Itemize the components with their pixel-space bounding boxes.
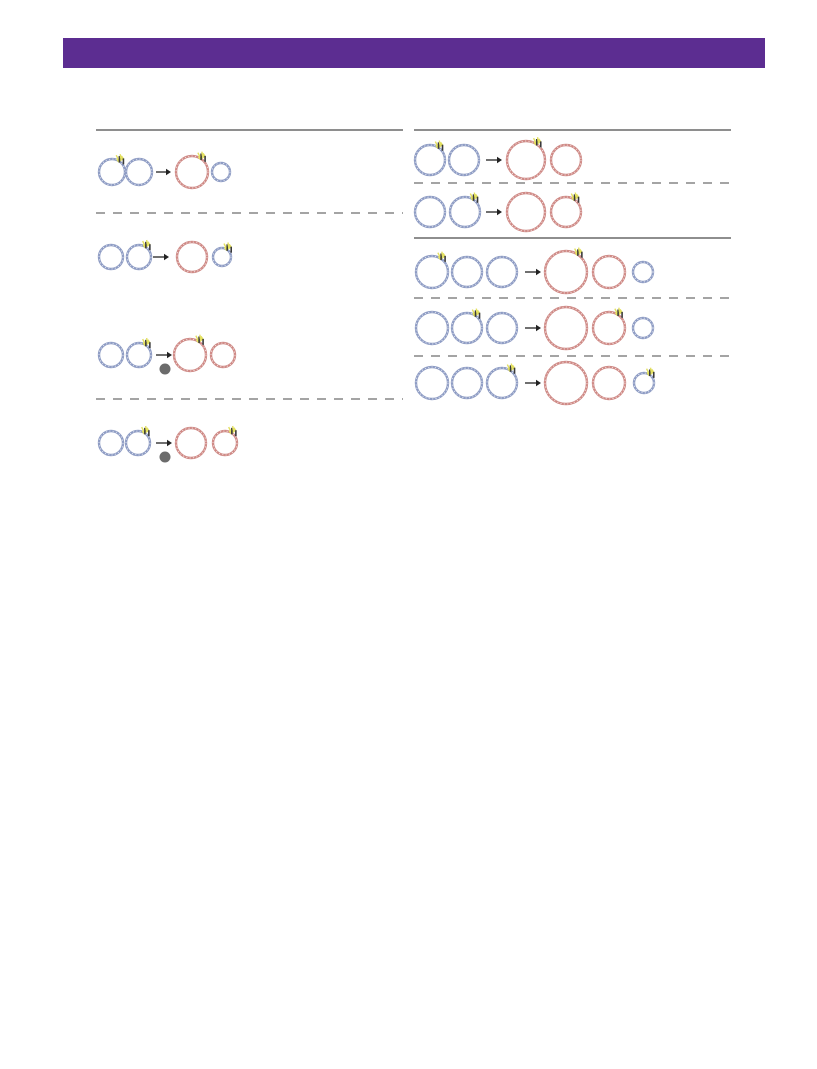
insert-tag-icon bbox=[197, 151, 206, 162]
right-arrow-icon bbox=[525, 379, 541, 387]
additive-dot-icon bbox=[159, 451, 171, 463]
insert-tag-icon bbox=[141, 425, 150, 437]
plasmid-ring-icon bbox=[450, 311, 484, 345]
insert-tag-icon bbox=[532, 137, 542, 148]
plasmid-ring-icon bbox=[209, 341, 237, 369]
plasmid-ring-icon bbox=[413, 143, 447, 177]
insert-tag-icon bbox=[645, 367, 655, 378]
plasmid-ring-icon bbox=[631, 260, 655, 284]
plasmid-ring-icon bbox=[450, 366, 484, 400]
insert-tag-icon bbox=[142, 239, 151, 251]
plasmid-ring-icon bbox=[413, 195, 447, 229]
reactions bbox=[97, 137, 656, 463]
plasmid-ring-icon bbox=[591, 310, 627, 346]
right-arrow-icon bbox=[525, 268, 541, 276]
plasmid-ring-icon bbox=[549, 195, 583, 229]
plasmid-ring-icon bbox=[211, 246, 233, 268]
insert-tag-icon bbox=[437, 251, 446, 262]
plasmid-ring-icon bbox=[543, 305, 589, 351]
plasmid-ring-icon bbox=[549, 143, 583, 177]
plasmid-ring-icon bbox=[174, 426, 208, 460]
reaction-l4 bbox=[97, 425, 239, 463]
right-arrow-icon bbox=[156, 439, 172, 447]
plasmid-ring-icon bbox=[505, 139, 547, 181]
insert-tag-icon bbox=[434, 140, 444, 151]
insert-tag-icon bbox=[574, 247, 583, 258]
right-arrow-icon bbox=[156, 168, 171, 176]
plasmid-ring-icon bbox=[485, 255, 519, 289]
plasmid-ring-icon bbox=[632, 371, 656, 395]
insert-tag-icon bbox=[614, 307, 623, 318]
insert-tag-icon bbox=[469, 192, 479, 203]
plasmid-ring-icon bbox=[414, 310, 450, 346]
header-bar bbox=[63, 38, 765, 68]
plasmid-ring-icon bbox=[210, 161, 232, 183]
plasmid-ring-icon bbox=[505, 191, 547, 233]
plasmid-ring-icon bbox=[414, 254, 450, 290]
insert-tag-icon bbox=[142, 337, 151, 349]
insert-tag-icon bbox=[570, 192, 580, 203]
insert-tag-icon bbox=[195, 334, 204, 345]
plasmid-ring-icon bbox=[414, 365, 450, 401]
plasmid-ring-icon bbox=[124, 429, 152, 457]
right-arrow-icon bbox=[486, 156, 502, 164]
right-arrow-icon bbox=[525, 324, 541, 332]
plasmid-ring-icon bbox=[485, 366, 519, 400]
plasmid-ring-icon bbox=[591, 365, 627, 401]
plasmid-ring-icon bbox=[174, 154, 210, 190]
panel-rules bbox=[96, 129, 731, 400]
reaction-l2 bbox=[97, 239, 233, 274]
insert-tag-icon bbox=[228, 425, 237, 437]
plasmid-ring-icon bbox=[631, 316, 655, 340]
plasmid-ring-icon bbox=[485, 311, 519, 345]
right-arrow-icon bbox=[486, 208, 502, 216]
additive-dot-icon bbox=[159, 363, 171, 375]
plasmid-ring-icon bbox=[97, 157, 127, 187]
right-arrow-icon bbox=[153, 253, 169, 261]
plasmid-ring-icon bbox=[124, 157, 154, 187]
insert-tag-icon bbox=[115, 154, 125, 165]
plasmid-ring-icon bbox=[172, 337, 208, 373]
insert-tag-icon bbox=[506, 363, 516, 374]
right-arrow-icon bbox=[156, 351, 172, 359]
plasmid-ring-icon bbox=[97, 341, 125, 369]
plasmid-ring-icon bbox=[543, 249, 589, 295]
reaction-r2 bbox=[413, 191, 583, 233]
plasmid-ring-icon bbox=[125, 243, 153, 271]
plasmid-ring-icon bbox=[448, 195, 482, 229]
plasmid-ring-icon bbox=[211, 429, 239, 457]
plasmid-ring-icon bbox=[97, 429, 125, 457]
reaction-l1 bbox=[97, 151, 232, 190]
reaction-r3 bbox=[414, 247, 655, 295]
plasmid-ring-icon bbox=[175, 240, 209, 274]
insert-tag-icon bbox=[471, 308, 481, 319]
plasmid-ring-icon bbox=[125, 341, 153, 369]
reaction-r5 bbox=[414, 360, 656, 406]
insert-tag-icon bbox=[223, 242, 233, 253]
plasmid-ring-icon bbox=[447, 143, 481, 177]
plasmid-ring-icon bbox=[450, 255, 484, 289]
reaction-r4 bbox=[414, 305, 655, 351]
reaction-r1 bbox=[413, 137, 583, 181]
reaction-l3 bbox=[97, 334, 237, 375]
plasmid-ring-icon bbox=[97, 243, 125, 271]
plasmid-ring-icon bbox=[543, 360, 589, 406]
plasmid-ring-icon bbox=[591, 254, 627, 290]
